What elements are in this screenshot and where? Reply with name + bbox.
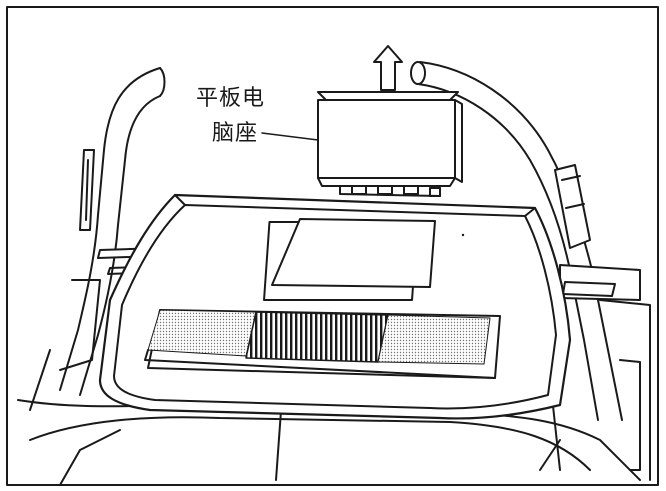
up-arrow-icon <box>373 45 403 91</box>
figure-border <box>6 6 659 486</box>
tablet-holder <box>317 91 463 197</box>
callout-leader <box>261 132 319 141</box>
tablet-holder-label-line2: 脑座 <box>212 121 259 146</box>
speaker-panel <box>144 309 501 379</box>
right-handlebar <box>410 61 623 421</box>
center-fan-grill <box>245 311 389 363</box>
tablet-holder-label-line1: 平板电 <box>196 86 266 111</box>
left-speaker-grill <box>147 309 257 357</box>
side-frame <box>29 247 651 481</box>
left-handlebar <box>59 67 166 396</box>
right-speaker-grill <box>377 314 491 365</box>
display-outline <box>271 218 436 288</box>
